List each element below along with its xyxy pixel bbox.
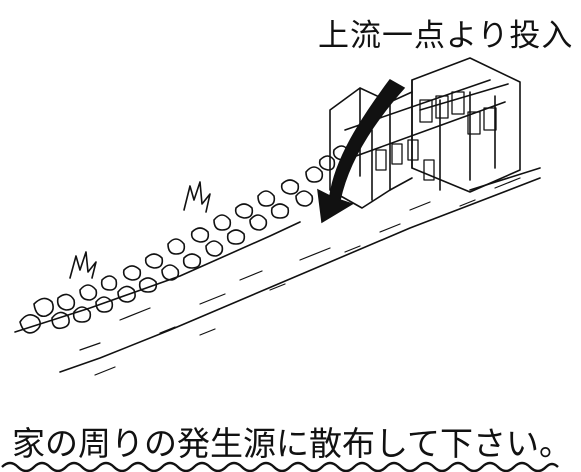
river-near-bank bbox=[59, 177, 541, 373]
insertion-arrow-icon bbox=[317, 79, 406, 224]
river-far-bank bbox=[14, 221, 301, 333]
grass-tuft bbox=[183, 181, 211, 213]
water-flow-lines bbox=[79, 177, 521, 376]
instruction-top-label: 上流一点より投入 bbox=[318, 18, 574, 54]
wavy-underline bbox=[1, 461, 559, 472]
far-shore-line bbox=[469, 167, 541, 191]
stone-embankment bbox=[19, 145, 350, 334]
instruction-bottom-caption: 家の周りの発生源に散布して下さい。 bbox=[12, 424, 573, 463]
grass-tuft bbox=[69, 251, 97, 279]
bridge-structure bbox=[329, 57, 521, 209]
